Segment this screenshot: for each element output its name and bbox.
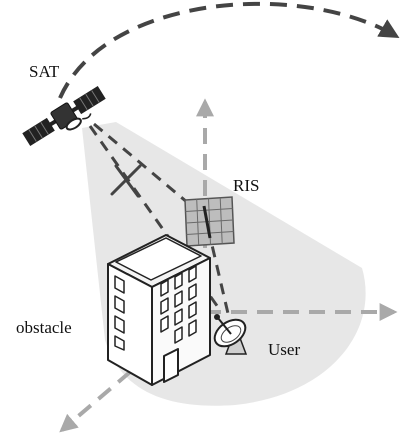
obstacle-label: obstacle	[16, 318, 72, 337]
user-label: User	[268, 340, 301, 359]
axis-left-arrow	[59, 336, 172, 433]
satellite-icon	[22, 86, 106, 146]
sat-to-ris-link	[93, 122, 195, 210]
satellite-label: SAT	[29, 62, 60, 81]
ris-to-user-link	[206, 227, 232, 323]
ris-panel-icon	[184, 196, 235, 247]
ris-label: RIS	[233, 176, 260, 195]
satellite-dish-icon	[213, 314, 248, 355]
building-icon	[107, 234, 211, 386]
orbit-arrow	[58, 1, 400, 99]
block-cross-icon	[110, 164, 142, 198]
